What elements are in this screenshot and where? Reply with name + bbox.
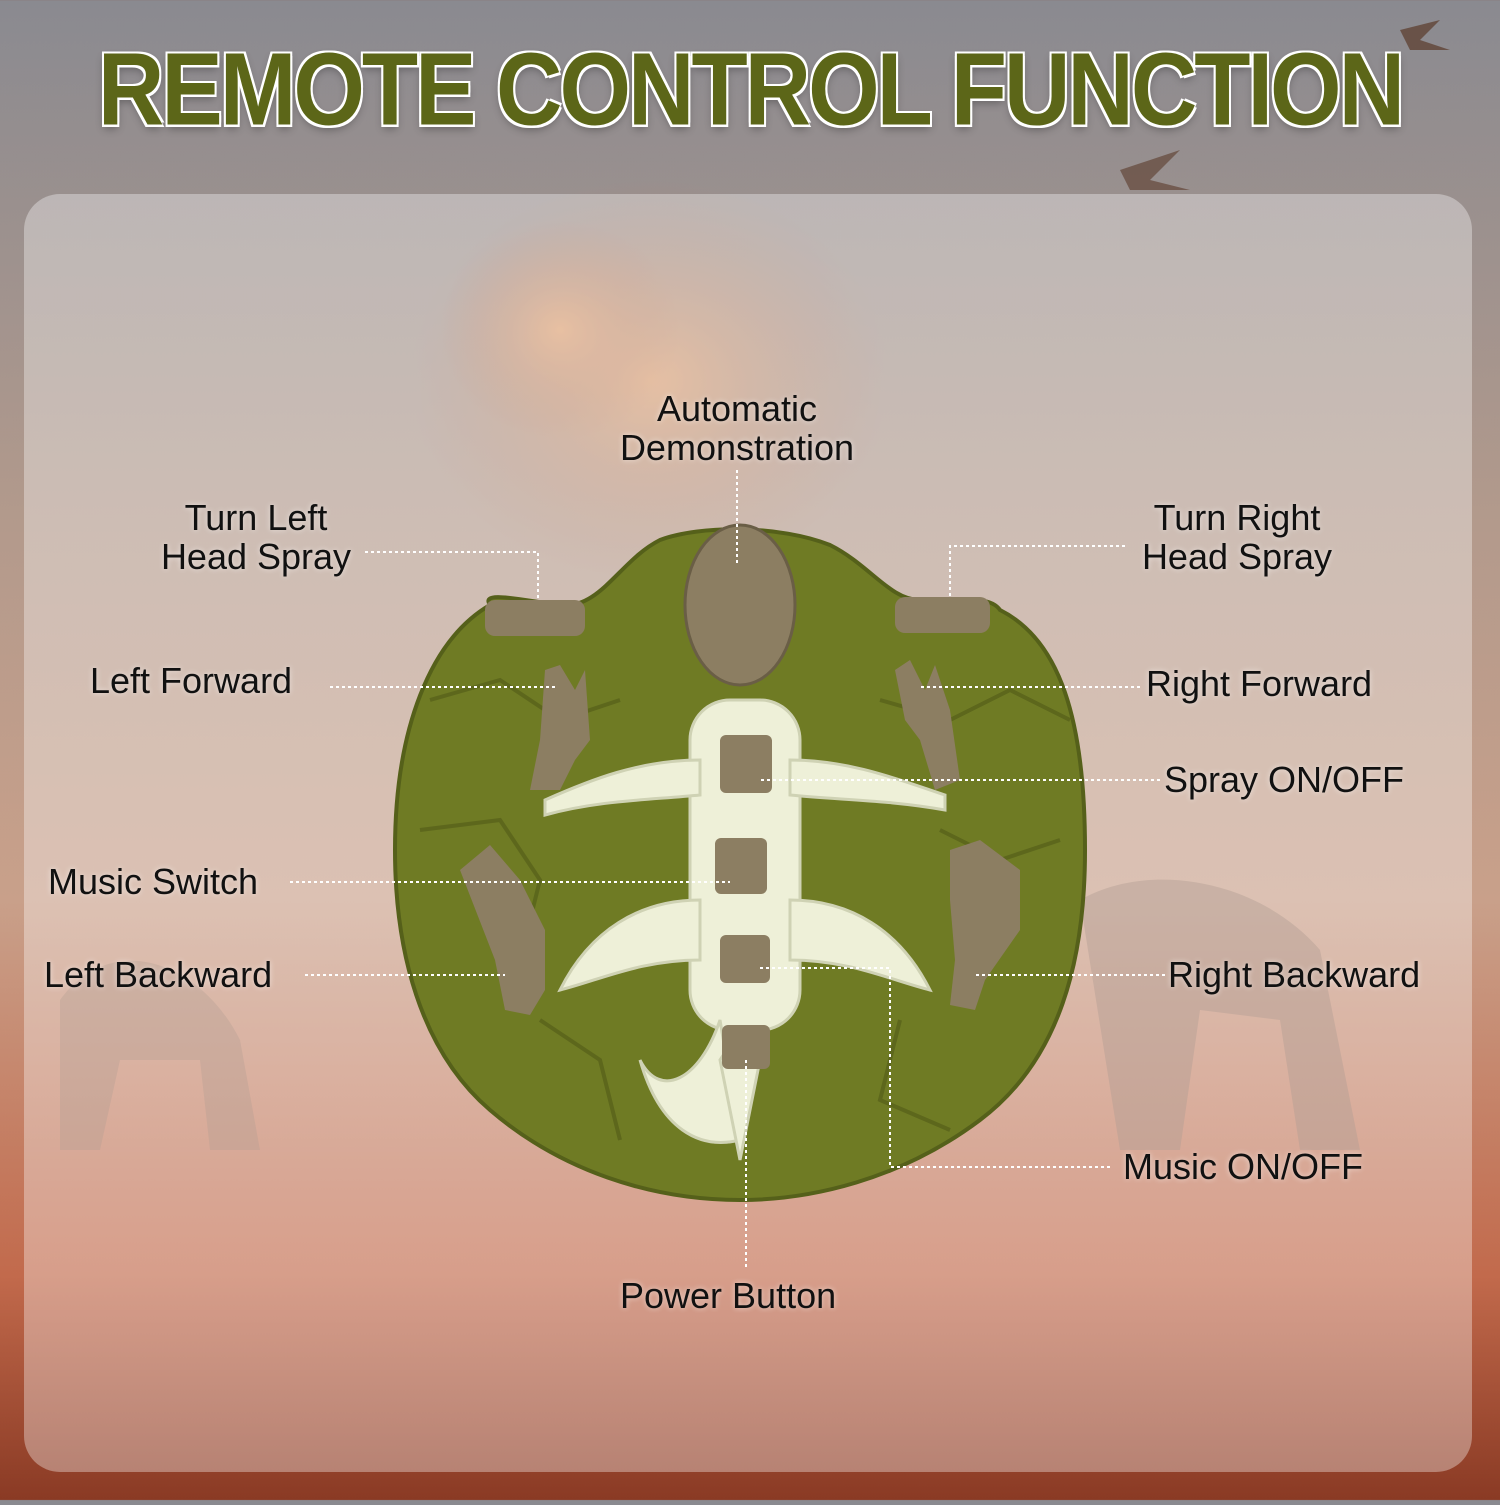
left-forward-label: Left Forward	[90, 660, 293, 701]
page-title: REMOTE CONTROL FUNCTION	[97, 32, 1405, 148]
spray-on-off-label: Spray ON/OFF	[1164, 759, 1405, 800]
right-forward-label: Right Forward	[1146, 663, 1373, 704]
left-forward-lever	[530, 665, 590, 790]
power-button-label: Power Button	[620, 1275, 837, 1316]
music-switch-button	[715, 838, 767, 894]
music-switch-label: Music Switch	[48, 861, 259, 902]
automatic-demo-line1: Automatic	[656, 388, 818, 429]
leader-lines	[290, 470, 1165, 1270]
right-backward-label: Right Backward	[1168, 954, 1421, 995]
right-forward-lever	[895, 660, 960, 790]
spray-on-off-button	[720, 735, 772, 793]
turn-left-head-spray-button	[485, 600, 585, 636]
automatic-demonstration-button	[683, 523, 797, 687]
turn-left-line1: Turn Left	[184, 497, 328, 538]
turn-right-line1: Turn Right	[1153, 497, 1321, 538]
turn-left-head-spray-label: Turn Left Head Spray	[143, 498, 369, 576]
turn-right-head-spray-label: Turn Right Head Spray	[1124, 498, 1350, 576]
automatic-demo-line2: Demonstration	[619, 427, 855, 468]
music-on-off-button	[720, 935, 770, 983]
power-button	[722, 1025, 770, 1069]
turn-right-line2: Head Spray	[1141, 536, 1333, 577]
right-backward-lever	[950, 840, 1020, 1010]
turn-right-head-spray-button	[895, 597, 990, 633]
left-backward-label: Left Backward	[44, 954, 273, 995]
music-on-off-label: Music ON/OFF	[1123, 1146, 1363, 1187]
left-backward-lever	[460, 845, 545, 1015]
skeleton	[543, 698, 947, 1161]
turn-left-line2: Head Spray	[160, 536, 352, 577]
automatic-demonstration-label: Automatic Demonstration	[600, 389, 874, 467]
